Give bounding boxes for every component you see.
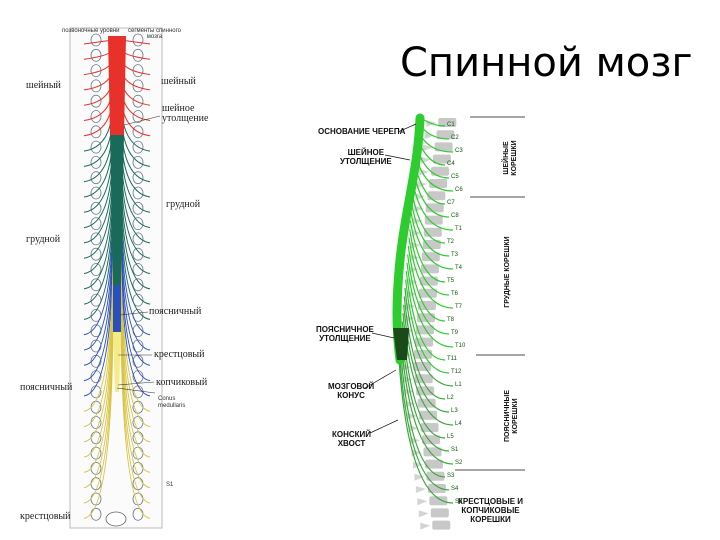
right-vertebra-body <box>429 496 447 505</box>
segment-label: T9 <box>451 330 458 336</box>
right-label-cervical-roots: ШЕЙНЫЕ КОРЕШКИ <box>503 133 519 183</box>
segment-label: C3 <box>455 148 463 154</box>
segment-label: T1 <box>455 226 462 232</box>
right-label-conus: МОЗГОВОЙ КОНУС <box>328 382 374 400</box>
segment-label: T6 <box>451 291 458 297</box>
segment-label: T2 <box>447 239 454 245</box>
right-vertebra-body <box>432 521 450 530</box>
segment-label: C6 <box>455 187 463 193</box>
segment-label: S2 <box>455 460 462 466</box>
right-vertebra-body <box>431 508 449 517</box>
segment-label: T3 <box>451 252 458 258</box>
right-nerve-roots <box>399 120 453 503</box>
segment-label: S5 <box>455 499 462 505</box>
segment-label: T4 <box>455 265 462 271</box>
right-vertebra-body <box>427 191 445 200</box>
right-spinous-process <box>416 486 426 493</box>
segment-label: T12 <box>451 369 461 375</box>
right-spinous-process <box>423 144 433 151</box>
right-spinous-process <box>420 523 430 530</box>
segment-label: L5 <box>447 434 454 440</box>
segment-label: S4 <box>451 486 458 492</box>
right-label-thoracic-roots: ГРУДНЫЕ КОРЕШКИ <box>504 232 512 312</box>
right-label-lumbar-roots: ПОЯСНИЧНЫЕ КОРЕШКИ <box>504 386 520 446</box>
right-spinous-process <box>417 498 427 505</box>
segment-label: C8 <box>451 213 459 219</box>
right-label-cauda: КОНСКИЙ ХВОСТ <box>332 430 371 448</box>
segment-label: T10 <box>455 343 465 349</box>
segment-label: L2 <box>447 395 454 401</box>
segment-label: C1 <box>447 122 455 128</box>
segment-label: L4 <box>455 421 462 427</box>
segment-label: S1 <box>451 447 458 453</box>
segment-label: L3 <box>451 408 458 414</box>
segment-label: T5 <box>447 278 454 284</box>
right-label-lumbar-enlargement: ПОЯСНИЧНОЕ УТОЛЩЕНИЕ <box>316 325 374 343</box>
segment-label: T11 <box>447 356 457 362</box>
right-spinous-process <box>419 510 429 517</box>
segment-label: C2 <box>451 135 459 141</box>
right-label-skull-base: ОСНОВАНИЕ ЧЕРЕПА <box>318 127 405 136</box>
segment-label: S3 <box>447 473 454 479</box>
right-vertebra-body <box>418 399 436 408</box>
right-vertebra-body <box>431 167 449 176</box>
segment-label: C5 <box>451 174 459 180</box>
segment-label: C4 <box>447 161 455 167</box>
right-label-sacral-roots: КРЕСТЦОВЫЕ И КОПЧИКОВЫЕ КОРЕШКИ <box>458 497 523 524</box>
segment-label: C7 <box>447 200 455 206</box>
segment-label: T8 <box>447 317 454 323</box>
right-label-cervical-enlargement: ШЕЙНОЕ УТОЛЩЕНИЕ <box>340 148 392 166</box>
segment-label: T7 <box>455 304 462 310</box>
segment-label: L1 <box>455 382 462 388</box>
